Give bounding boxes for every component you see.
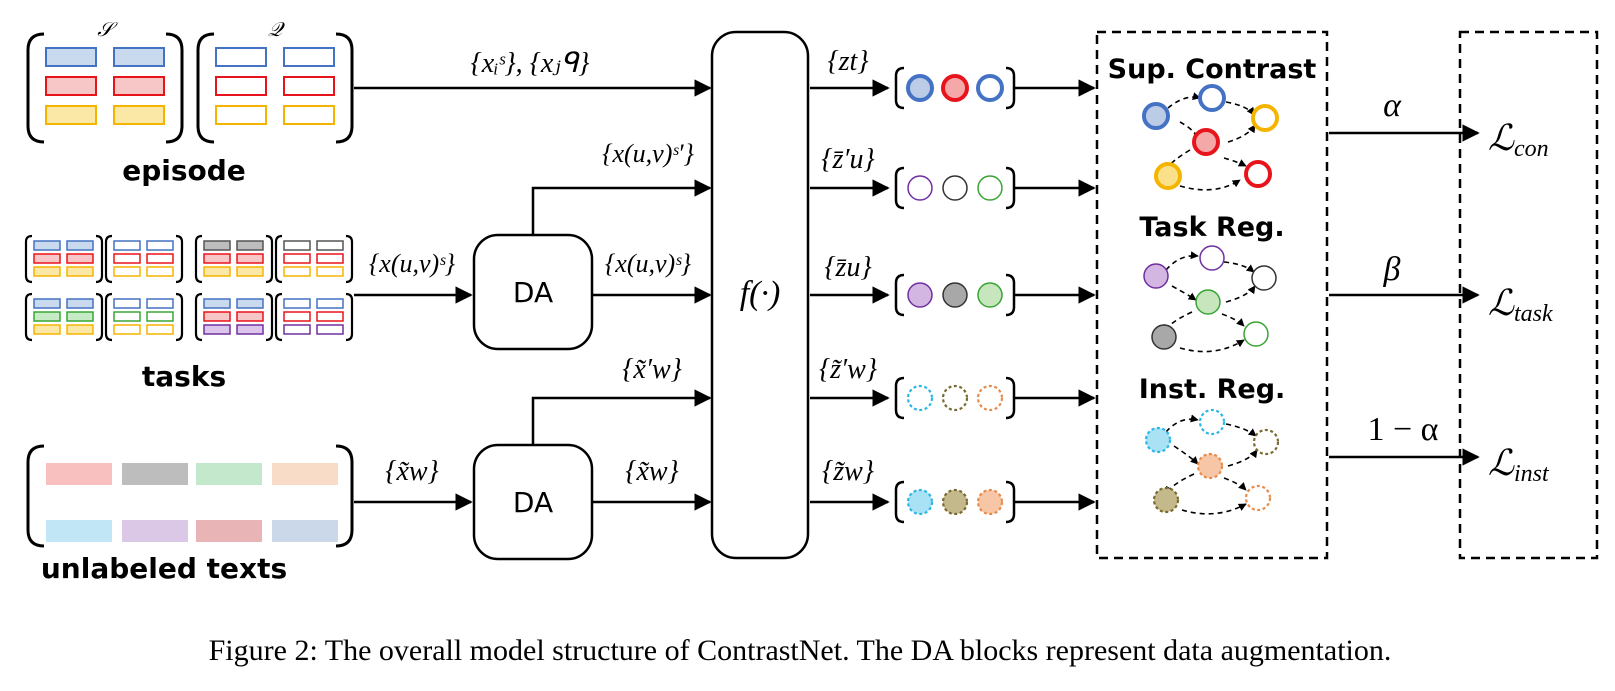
da-label-tasks: DA (513, 276, 553, 309)
z-u-prime-label: {z̄′u} (821, 144, 874, 175)
sup-contrast-cluster (1142, 84, 1279, 191)
support-symbol: 𝒮 (97, 19, 118, 41)
loss-con: ℒcon (1488, 118, 1549, 162)
embedding-sets (894, 66, 1016, 524)
weight-one-minus-alpha: 1 − α (1368, 411, 1439, 448)
encoder-block (710, 30, 810, 560)
inst-reg-cluster (1144, 408, 1280, 515)
loss-task: ℒtask (1488, 283, 1553, 327)
unlabeled-group: unlabeled texts (26, 444, 354, 585)
episode-group: 𝒮 𝒬 episode (26, 19, 354, 187)
task-reg-cluster (1143, 245, 1277, 353)
task-aug-prime-label: {x(u,v)ˢ′} (602, 139, 694, 168)
input-arrows (354, 79, 712, 511)
loss-arrows (1329, 124, 1480, 466)
episode-inputs-label: {xᵢˢ}, {xⱼᑫ} (471, 48, 590, 79)
tasks-group: tasks (24, 234, 354, 393)
z-w-prime-label: {z̃′w} (819, 354, 877, 385)
episode-query-set (196, 32, 354, 144)
task-inputs-label: {x(u,v)ˢ} (369, 249, 456, 278)
unlabeled-inputs-label: {x̃w} (385, 456, 439, 487)
sup-contrast-label: Sup. Contrast (1108, 54, 1317, 85)
contrast-box (1095, 30, 1329, 560)
unlabeled-aug-label: {x̃w} (625, 456, 679, 487)
embedding-set-zu (894, 273, 1016, 317)
task-aug-label: {x(u,v)ˢ} (605, 249, 692, 278)
unlabeled-aug-prime-label: {x̃′w} (622, 354, 682, 385)
loss-box (1458, 30, 1599, 560)
unlabeled-label: unlabeled texts (41, 552, 287, 585)
task-1 (24, 234, 184, 284)
embedding-set-zw (894, 480, 1016, 524)
embedding-set-zw-prime (894, 376, 1016, 420)
inst-reg-label: Inst. Reg. (1139, 374, 1286, 405)
weight-beta: β (1383, 251, 1401, 288)
figure-caption: Figure 2: The overall model structure of… (209, 634, 1392, 667)
z-u-label: {z̄u} (824, 252, 871, 283)
encoder-label: f(·) (740, 275, 781, 312)
z-w-label: {z̃w} (822, 456, 874, 487)
task-2 (194, 234, 354, 284)
task-3 (24, 292, 184, 342)
tasks-label: tasks (142, 360, 226, 393)
embedding-arrows (810, 79, 1096, 511)
episode-label: episode (122, 154, 246, 187)
da-label-unlabeled: DA (513, 486, 553, 519)
loss-inst: ℒinst (1488, 443, 1550, 487)
task-4 (194, 292, 354, 342)
z-t-label: {zt} (827, 46, 868, 77)
weight-alpha: α (1383, 87, 1402, 124)
task-reg-label: Task Reg. (1139, 212, 1284, 243)
embedding-set-zu-prime (894, 166, 1016, 210)
query-symbol: 𝒬 (268, 19, 286, 41)
embedding-set-zt (894, 66, 1016, 110)
episode-support-set (26, 32, 184, 144)
